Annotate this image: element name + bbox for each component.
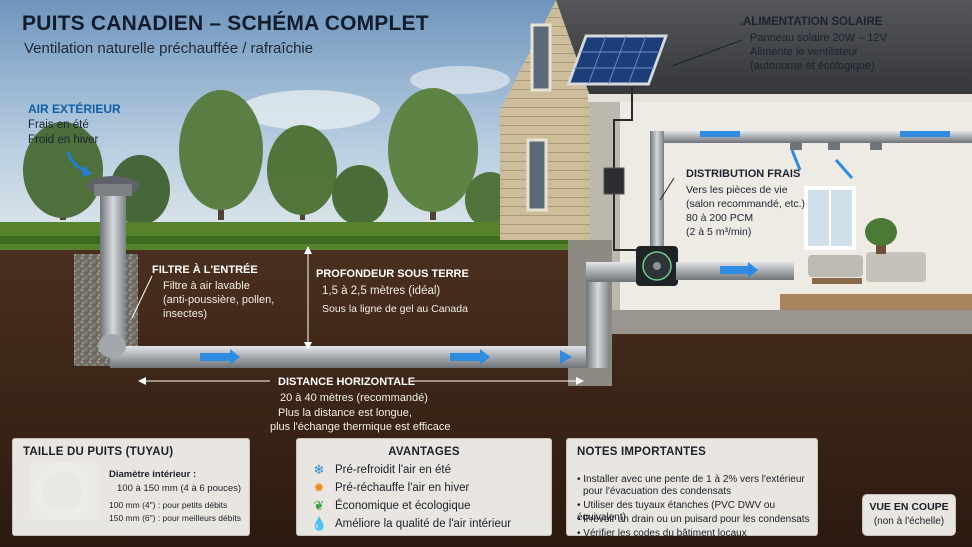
- notes-panel: NOTES IMPORTANTES • Installer avec une p…: [566, 438, 818, 539]
- notes-heading: NOTES IMPORTANTES: [577, 446, 707, 458]
- air-exterieur-line2: Froid en hiver: [28, 134, 99, 146]
- page-subtitle: Ventilation naturelle préchauffée / rafr…: [24, 40, 314, 57]
- distribution-line4: (2 à 5 m³/min): [686, 226, 752, 238]
- filtre-heading: FILTRE À L'ENTRÉE: [152, 264, 258, 276]
- profondeur-line1: 1,5 à 2,5 mètres (idéal): [322, 285, 441, 297]
- note-item: • Installer avec une pente de 1 à 2% ver…: [577, 474, 805, 485]
- avantage-item: 💧 Améliore la qualité de l'air intérieur: [311, 516, 511, 532]
- note-item: • Vérifier les codes du bâtiment locaux: [577, 528, 747, 539]
- note-item: • Prévoir un drain ou un puisard pour le…: [577, 514, 810, 525]
- air-exterieur-line1: Frais en été: [28, 119, 89, 131]
- filtre-line3: insectes): [163, 308, 208, 320]
- taille-diam-label: Diamètre intérieur :: [109, 469, 197, 480]
- drop-icon: 💧: [311, 516, 328, 531]
- distance-line3: plus l'échange thermique est efficace: [270, 421, 451, 433]
- solaire-line1: Panneau solaire 20W – 12V: [750, 32, 887, 44]
- solaire-heading: ALIMENTATION SOLAIRE: [743, 16, 883, 28]
- sun-icon: ✹: [313, 480, 325, 495]
- avantage-item: ✹ Pré-réchauffe l'air en hiver: [311, 480, 470, 496]
- avantage-text: Pré-refroidit l'air en été: [335, 464, 451, 476]
- vue-en-coupe-badge: VUE EN COUPE (non à l'échelle): [862, 494, 956, 536]
- taille-small: 100 mm (4") : pour petits débits: [109, 500, 228, 510]
- avantage-text: Économique et écologique: [335, 500, 471, 512]
- avantage-text: Pré-réchauffe l'air en hiver: [335, 482, 470, 494]
- filtre-line1: Filtre à air lavable: [163, 280, 250, 292]
- avantages-panel: AVANTAGES ❄ Pré-refroidit l'air en été ✹…: [296, 438, 552, 536]
- distribution-line3: 80 à 200 PCM: [686, 212, 754, 224]
- profondeur-line2: Sous la ligne de gel au Canada: [322, 303, 468, 315]
- avantage-text: Améliore la qualité de l'air intérieur: [335, 518, 512, 530]
- distribution-heading: DISTRIBUTION FRAIS: [686, 168, 801, 180]
- avantages-heading: AVANTAGES: [388, 446, 460, 458]
- taille-large: 150 mm (6") : pour meilleurs débits: [109, 513, 241, 523]
- airflow-arrows: [200, 131, 950, 365]
- leaf-icon: ❦: [313, 498, 325, 513]
- distribution-line2: (salon recommandé, etc.): [686, 198, 806, 210]
- air-exterieur-heading: AIR EXTÉRIEUR: [28, 102, 121, 116]
- avantage-item: ❄ Pré-refroidit l'air en été: [311, 462, 451, 478]
- distance-heading: DISTANCE HORIZONTALE: [278, 376, 416, 388]
- solaire-line2: Alimente le ventilateur: [750, 46, 859, 58]
- distance-line1: 20 à 40 mètres (recommandé): [280, 392, 428, 404]
- taille-heading: TAILLE DU PUITS (TUYAU): [23, 446, 174, 458]
- snowflake-icon: ❄: [313, 462, 325, 477]
- note-item: • Utiliser des tuyaux étanches (PVC DWV …: [577, 500, 776, 523]
- filtre-line2: (anti-poussière, pollen,: [163, 294, 275, 306]
- solaire-line3: (autonome et écologique): [750, 60, 875, 72]
- taille-diam-value: 100 à 150 mm (4 à 6 pouces): [117, 483, 242, 494]
- avantage-item: ❦ Économique et écologique: [311, 498, 471, 514]
- note-item: pour l'évacuation des condensats: [583, 486, 732, 497]
- distance-line2: Plus la distance est longue,: [278, 407, 412, 419]
- taille-panel: TAILLE DU PUITS (TUYAU) Diamètre intérie…: [12, 438, 250, 536]
- solar-panel-icon: [566, 34, 669, 86]
- page-title: PUITS CANADIEN – SCHÉMA COMPLET: [22, 12, 429, 35]
- distribution-line1: Vers les pièces de vie: [686, 184, 788, 196]
- vue-line1: VUE EN COUPE: [869, 501, 949, 513]
- trees: [23, 88, 515, 228]
- vue-line2: (non à l'échelle): [873, 516, 945, 527]
- profondeur-heading: PROFONDEUR SOUS TERRE: [316, 268, 469, 280]
